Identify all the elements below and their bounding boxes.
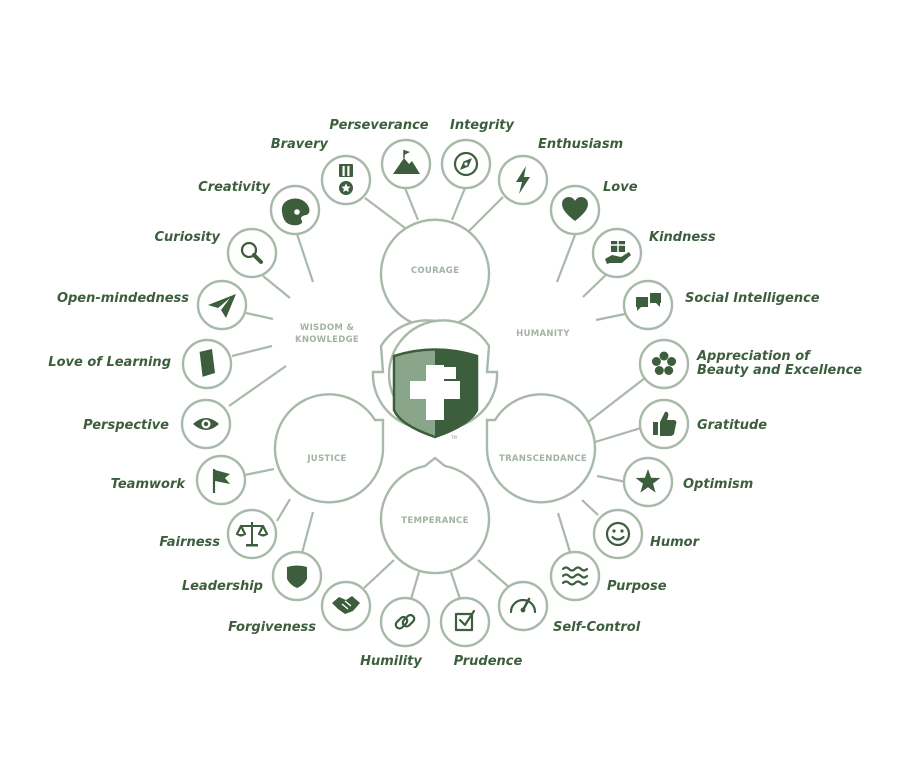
thumbs-up-icon xyxy=(653,411,677,436)
checkbox-icon xyxy=(454,609,476,632)
book-icon xyxy=(198,349,215,378)
strength-label-love-of-learning: Love of Learning xyxy=(48,355,171,370)
strength-enthusiasm: Enthusiasm xyxy=(497,137,623,206)
paper-plane-icon xyxy=(208,294,236,318)
medal-icon xyxy=(339,164,353,195)
handshake-icon xyxy=(332,596,360,614)
strength-integrity: Integrity xyxy=(440,118,515,190)
strength-label-love: Love xyxy=(603,180,638,195)
strength-leadership: Leadership xyxy=(182,550,323,602)
strength-purpose: Purpose xyxy=(549,550,667,602)
smiley-icon xyxy=(605,521,631,547)
shield-icon xyxy=(287,565,307,588)
strength-label-leadership: Leadership xyxy=(182,579,263,594)
virtue-label-justice: JUSTICE xyxy=(306,454,346,464)
scales-icon xyxy=(235,522,269,547)
link-icon xyxy=(394,613,416,630)
virtue-temperance: TEMPERANCE xyxy=(379,456,491,575)
virtue-transcendance: TRANSCENDANCE xyxy=(485,393,597,504)
strength-label-bravery: Bravery xyxy=(271,137,329,152)
virtue-label-humanity: HUMANITY xyxy=(516,329,570,339)
virtue-courage: COURAGE xyxy=(379,218,491,336)
magnifier-icon xyxy=(240,241,263,264)
center-logo: TM xyxy=(392,348,479,440)
strength-love-of-learning: Love of Learning xyxy=(48,338,233,390)
strength-label-fairness: Fairness xyxy=(159,535,220,550)
eye-icon xyxy=(193,418,219,430)
strength-label-social-intelligence: Social Intelligence xyxy=(685,291,820,306)
strength-label-open-mindedness: Open-mindedness xyxy=(57,291,189,306)
virtue-label-courage: COURAGE xyxy=(411,266,459,276)
flag-icon xyxy=(212,469,230,493)
strength-label-humor: Humor xyxy=(650,535,701,550)
strength-label-perspective: Perspective xyxy=(83,418,169,433)
strength-label-forgiveness: Forgiveness xyxy=(228,620,316,635)
strength-label-appreciation-line2: Beauty and Excellence xyxy=(697,363,862,378)
strength-kindness: Kindness xyxy=(591,227,716,279)
strength-creativity: Creativity xyxy=(198,180,321,236)
strength-fairness: Fairness xyxy=(159,508,278,560)
palette-icon xyxy=(281,198,310,226)
strength-label-perseverance: Perseverance xyxy=(329,118,428,133)
strength-open-mindedness: Open-mindedness xyxy=(57,279,248,331)
strength-curiosity: Curiosity xyxy=(155,227,278,279)
strength-gratitude: Gratitude xyxy=(638,398,767,450)
waves-icon xyxy=(561,566,589,586)
strength-label-kindness: Kindness xyxy=(649,230,716,245)
strength-prudence: Prudence xyxy=(439,596,523,669)
virtue-label-temperance: TEMPERANCE xyxy=(401,516,468,526)
strength-label-prudence: Prudence xyxy=(454,654,523,669)
strength-optimism: Optimism xyxy=(622,456,753,508)
gauge-icon xyxy=(509,597,537,614)
heart-icon xyxy=(562,197,588,221)
strength-label-optimism: Optimism xyxy=(683,477,753,492)
strength-label-humility: Humility xyxy=(360,654,422,669)
strength-label-integrity: Integrity xyxy=(450,118,515,133)
strength-perspective: Perspective xyxy=(83,398,232,450)
strength-label-purpose: Purpose xyxy=(607,579,667,594)
compass-icon xyxy=(453,151,479,177)
mountain-flag-icon xyxy=(393,150,420,174)
strength-teamwork: Teamwork xyxy=(111,454,247,506)
strength-humor: Humor xyxy=(592,508,701,560)
virtue-label-transcendance: TRANSCENDANCE xyxy=(499,454,587,464)
strength-label-gratitude: Gratitude xyxy=(697,418,767,433)
strength-label-appreciation-line1: Appreciation of xyxy=(696,349,812,364)
strength-bravery: Bravery xyxy=(271,137,372,206)
strength-social-intelligence: Social Intelligence xyxy=(622,279,820,331)
chat-bubbles-icon xyxy=(636,293,661,311)
strength-self-control: Self-Control xyxy=(497,580,641,635)
virtue-justice: JUSTICE xyxy=(273,393,385,504)
strength-label-curiosity: Curiosity xyxy=(155,230,221,245)
flower-icon xyxy=(651,351,677,375)
strength-label-enthusiasm: Enthusiasm xyxy=(538,137,623,152)
strength-love: Love xyxy=(549,180,638,236)
gift-hand-icon xyxy=(605,241,631,264)
strength-humility: Humility xyxy=(360,596,431,669)
strength-label-teamwork: Teamwork xyxy=(111,477,187,492)
virtue-label-wisdom-line2: KNOWLEDGE xyxy=(295,335,359,345)
star-icon xyxy=(635,469,661,493)
strength-forgiveness: Forgiveness xyxy=(228,580,372,635)
strength-label-self-control: Self-Control xyxy=(553,620,641,635)
strength-label-creativity: Creativity xyxy=(198,180,270,195)
virtue-label-wisdom-line1: WISDOM & xyxy=(300,323,354,333)
strength-appreciation-of-beauty: Appreciation of Beauty and Excellence xyxy=(638,338,862,390)
trademark-mark: TM xyxy=(450,435,457,440)
lightning-icon xyxy=(516,166,530,194)
strength-perseverance: Perseverance xyxy=(329,118,432,190)
